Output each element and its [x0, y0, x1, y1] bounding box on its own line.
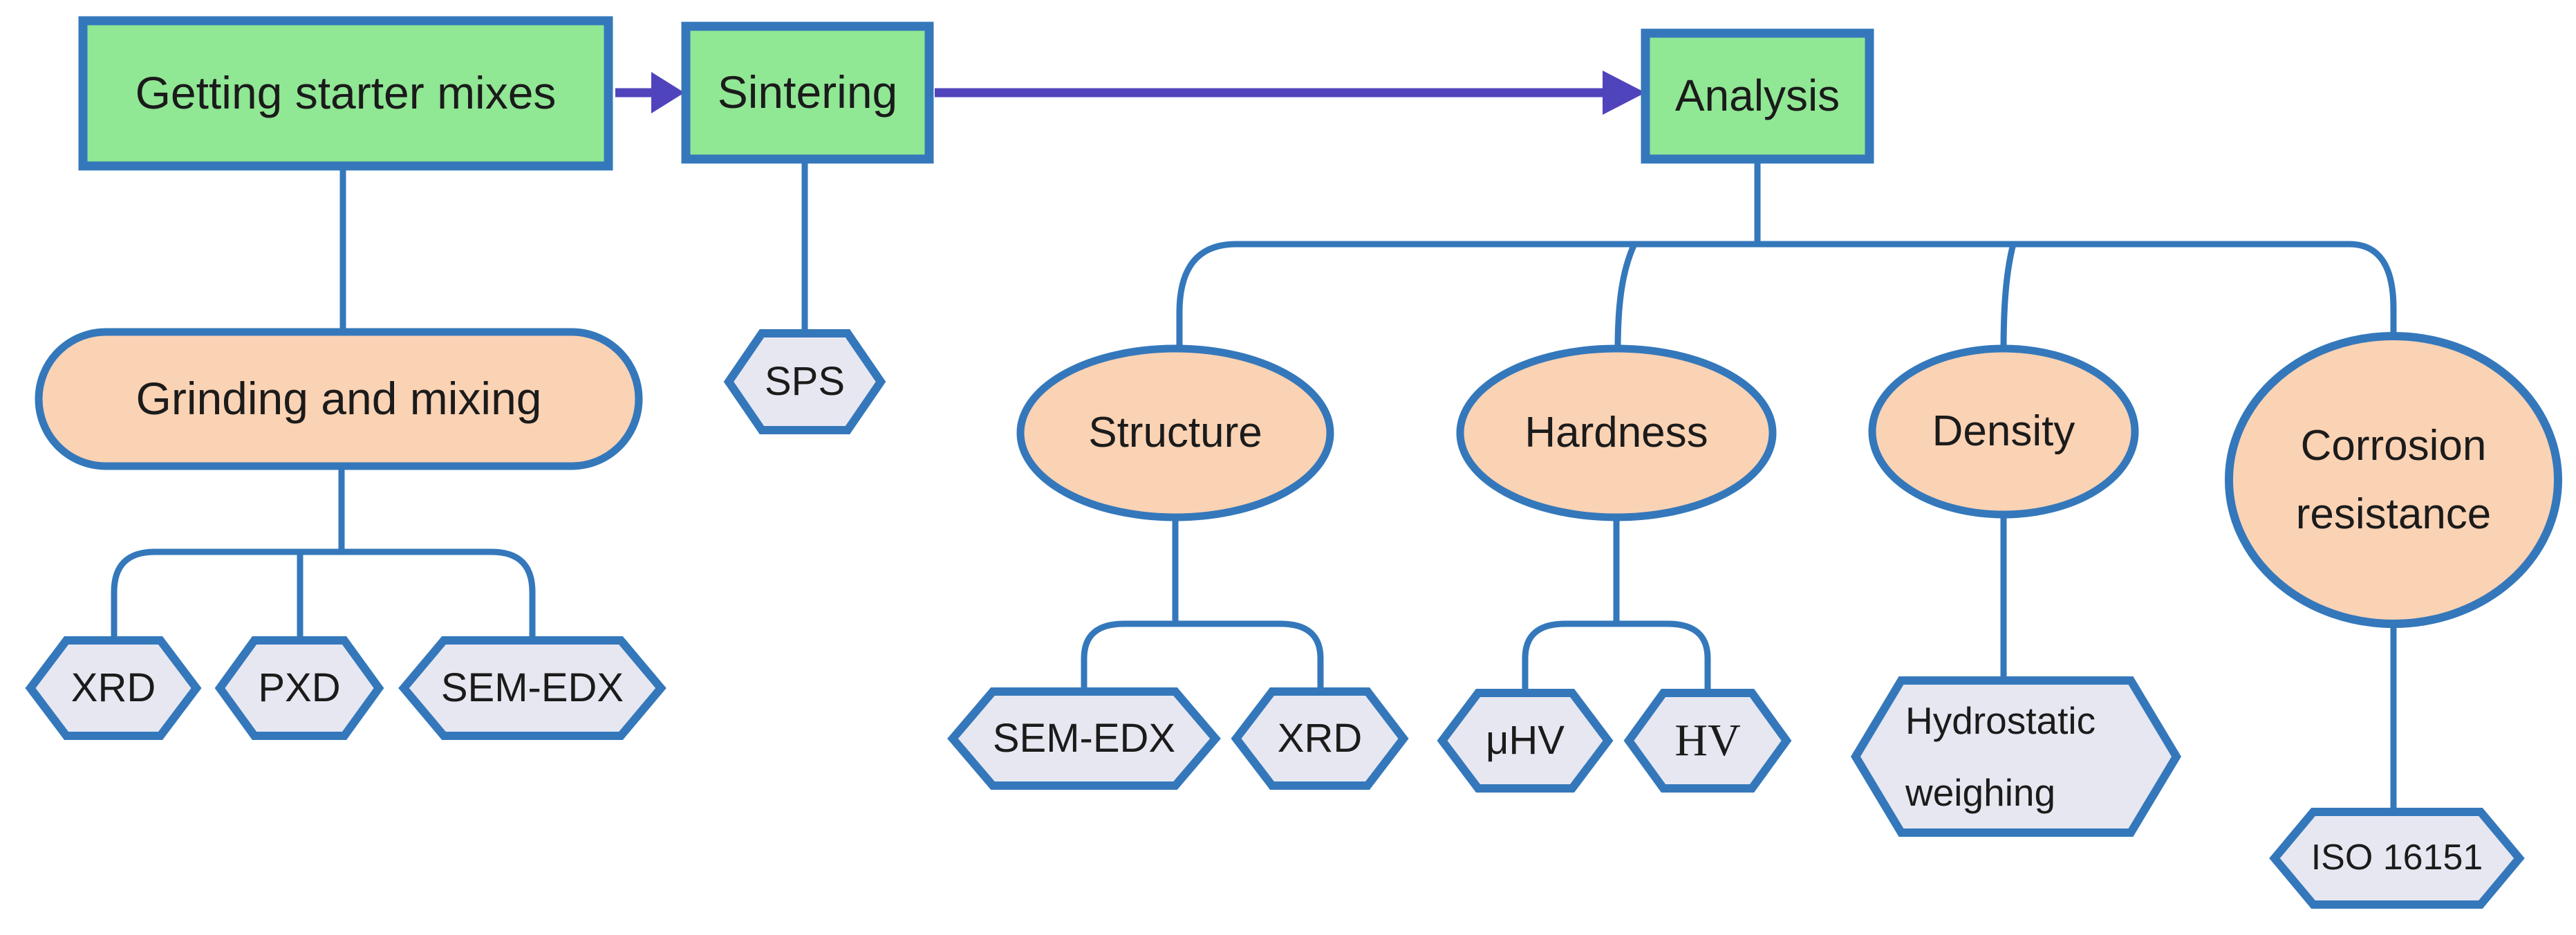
node-corrosion-resistance-shape — [2225, 332, 2562, 628]
node-grinding-and-mixing-shape — [35, 328, 643, 470]
node-xrd-2-shape — [1231, 687, 1409, 790]
node-structure-label: Structure — [1088, 408, 1262, 456]
connector-hardness-hv — [1613, 620, 1711, 698]
connector-hardness-uhv — [1522, 620, 1620, 698]
node-sem-edx-2-label: SEM-EDX — [992, 716, 1176, 761]
node-hardness-label: Hardness — [1524, 408, 1708, 456]
flow-arrows — [615, 71, 1645, 115]
node-sem-edx-1-shape — [398, 636, 666, 740]
connector-lines — [111, 156, 2397, 817]
node-sintering-shape — [681, 21, 934, 164]
node-getting-starter-mixes-label: Getting starter mixes — [135, 67, 557, 119]
node-sem-edx-2-shape — [947, 687, 1221, 790]
node-pxd-label: PXD — [258, 665, 341, 711]
arrow-getting-sintering-head — [651, 72, 684, 113]
node-structure-shape — [1016, 344, 1334, 521]
node-iso-16151-shape — [2269, 808, 2525, 909]
node-xrd-1-shape — [25, 636, 202, 740]
node-getting-starter-mixes-shape — [78, 16, 613, 171]
connector-analysis-structure — [1176, 241, 1761, 353]
node-grinding-and-mixing-label: Grinding and mixing — [136, 373, 542, 425]
connector-analysis-hardness — [1614, 241, 1638, 353]
node-hydrostatic-weighing-label: Hydrostatic weighing — [1905, 698, 2096, 815]
node-sps-shape — [723, 329, 886, 434]
node-pxd-shape — [214, 636, 384, 740]
arrow-sintering-analysis-head — [1603, 71, 1645, 115]
node-hydrostatic-weighing-shape — [1851, 676, 2181, 837]
node-sintering-label: Sintering — [717, 66, 898, 118]
connector-analysis-density — [2000, 241, 2017, 353]
node-xrd-2-label: XRD — [1277, 716, 1363, 761]
connector-structure-xrd — [1172, 620, 1324, 696]
process-boxes — [78, 16, 1874, 171]
connector-grinding-semedx — [338, 548, 536, 644]
node-sps-label: SPS — [764, 359, 846, 405]
node-sem-edx-1-label: SEM-EDX — [440, 665, 624, 711]
node-hv-shape — [1623, 689, 1792, 793]
method-hexagons — [25, 329, 2525, 909]
node-micro-hv-label: μHV — [1486, 718, 1565, 763]
node-hardness-shape — [1456, 344, 1777, 521]
node-analysis-label: Analysis — [1674, 71, 1840, 121]
connector-grinding-xrd — [111, 548, 345, 644]
node-density-shape — [1868, 344, 2139, 519]
node-micro-hv-shape — [1437, 689, 1614, 793]
node-iso-16151-label: ISO 16151 — [2311, 837, 2483, 878]
node-xrd-1-label: XRD — [71, 665, 156, 711]
node-density-label: Density — [1932, 407, 2075, 455]
connector-analysis-corrosion — [1754, 241, 2397, 341]
node-hv-label: HV — [1674, 715, 1741, 766]
stage-shapes — [35, 328, 2562, 628]
node-analysis-shape — [1641, 28, 1874, 164]
connector-structure-semedx — [1081, 620, 1179, 696]
node-corrosion-resistance-label: Corrosion resistance — [2295, 421, 2492, 538]
